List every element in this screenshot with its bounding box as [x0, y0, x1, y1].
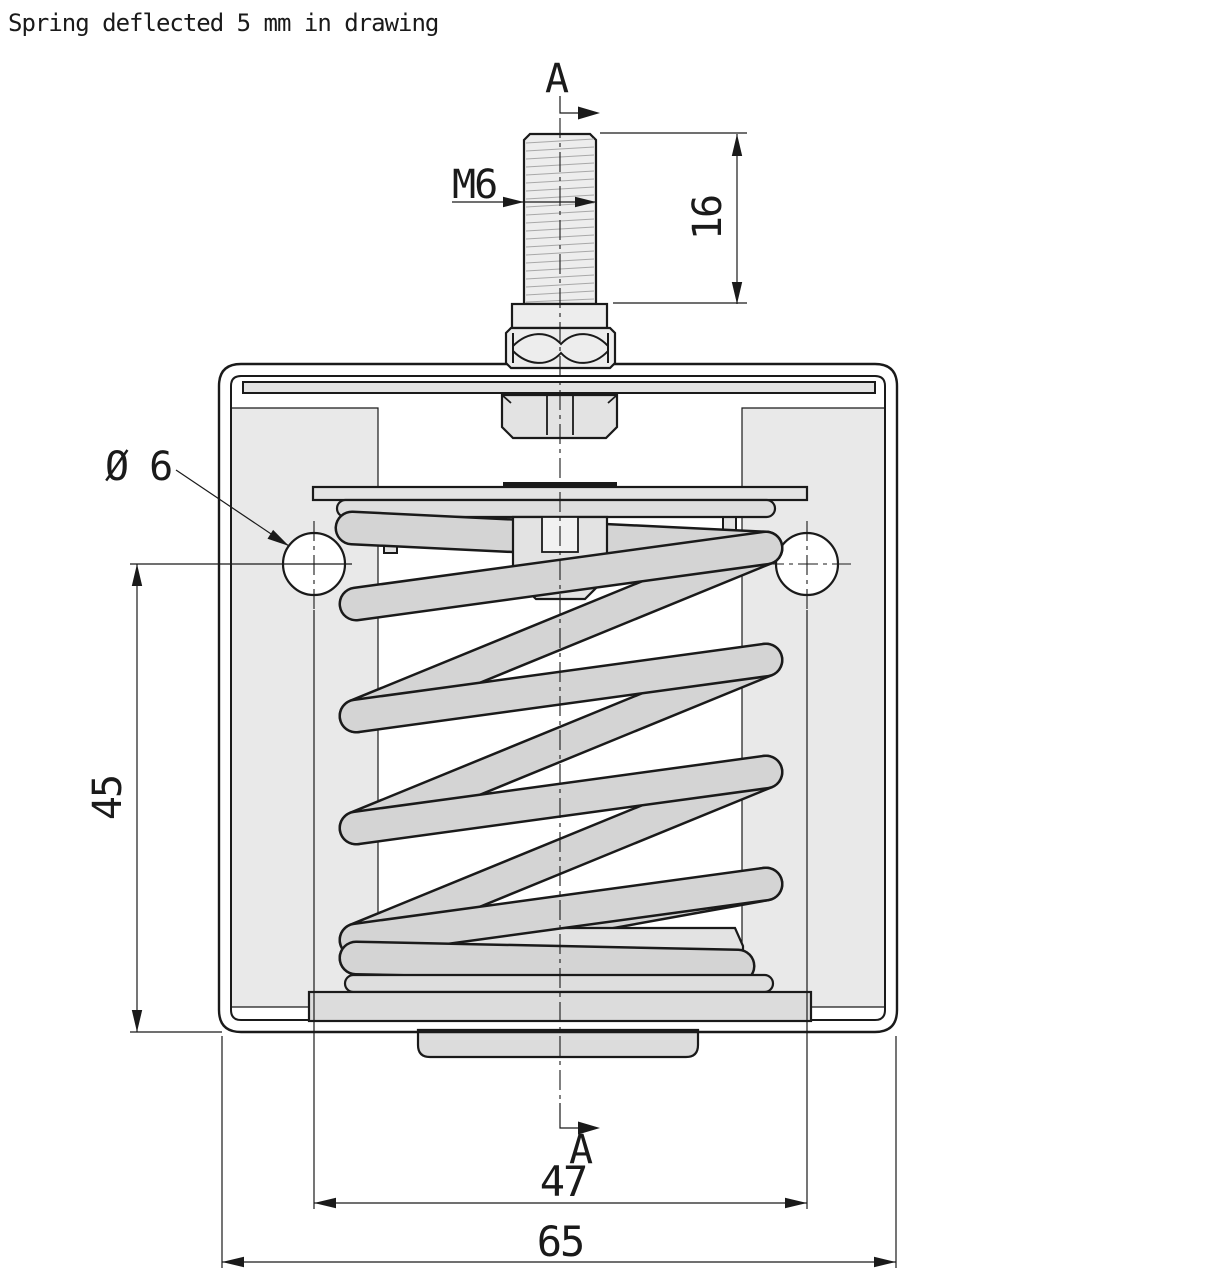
dim-center-height-45: 45 — [85, 563, 352, 1033]
section-label-top: A — [545, 56, 569, 102]
bottom-rubber-gasket — [343, 973, 775, 994]
top-clamp-plate — [242, 381, 876, 394]
dim-text-16: 16 — [685, 196, 731, 240]
outer-housing — [217, 362, 899, 1034]
dim-stud-length-16: 16 — [600, 132, 747, 304]
drawing-note: Spring deflected 5 mm in drawing — [8, 9, 438, 37]
dim-hole-diameter: Ø 6 — [105, 444, 290, 547]
bottom-rubber-pad — [416, 1028, 700, 1059]
dim-text-47: 47 — [540, 1157, 587, 1206]
coil-spring-front — [338, 530, 784, 984]
dim-arrow-icon — [314, 1197, 336, 1209]
dim-arrow-icon — [874, 1256, 896, 1268]
dim-arrow-icon — [785, 1197, 807, 1209]
dim-overall-width-65: 65 — [221, 1036, 897, 1268]
section-arrow-bottom-icon — [578, 1121, 600, 1135]
dim-arrow-icon — [503, 196, 524, 208]
section-label-bottom: A — [569, 1127, 593, 1173]
dim-hole-spacing-47: 47 — [313, 610, 808, 1209]
dim-arrow-icon — [731, 282, 743, 304]
dim-arrow-icon — [575, 196, 596, 208]
section-mark-bottom: A — [559, 1103, 600, 1173]
leader-arrow-icon — [267, 529, 289, 546]
dim-arrow-icon — [731, 134, 743, 156]
dim-arrow-icon — [131, 1010, 143, 1032]
dim-text-dia6: Ø 6 — [105, 444, 171, 490]
dim-text-65: 65 — [537, 1217, 584, 1266]
dim-arrow-icon — [131, 564, 143, 586]
section-arrow-top-icon — [578, 106, 600, 120]
section-mark-top: A — [545, 56, 600, 120]
dim-text-45: 45 — [85, 776, 131, 820]
dim-thread-m6: M6 — [452, 162, 596, 208]
hole-centerlines — [313, 521, 851, 610]
dim-text-m6: M6 — [452, 162, 496, 208]
dim-arrow-icon — [222, 1256, 244, 1268]
